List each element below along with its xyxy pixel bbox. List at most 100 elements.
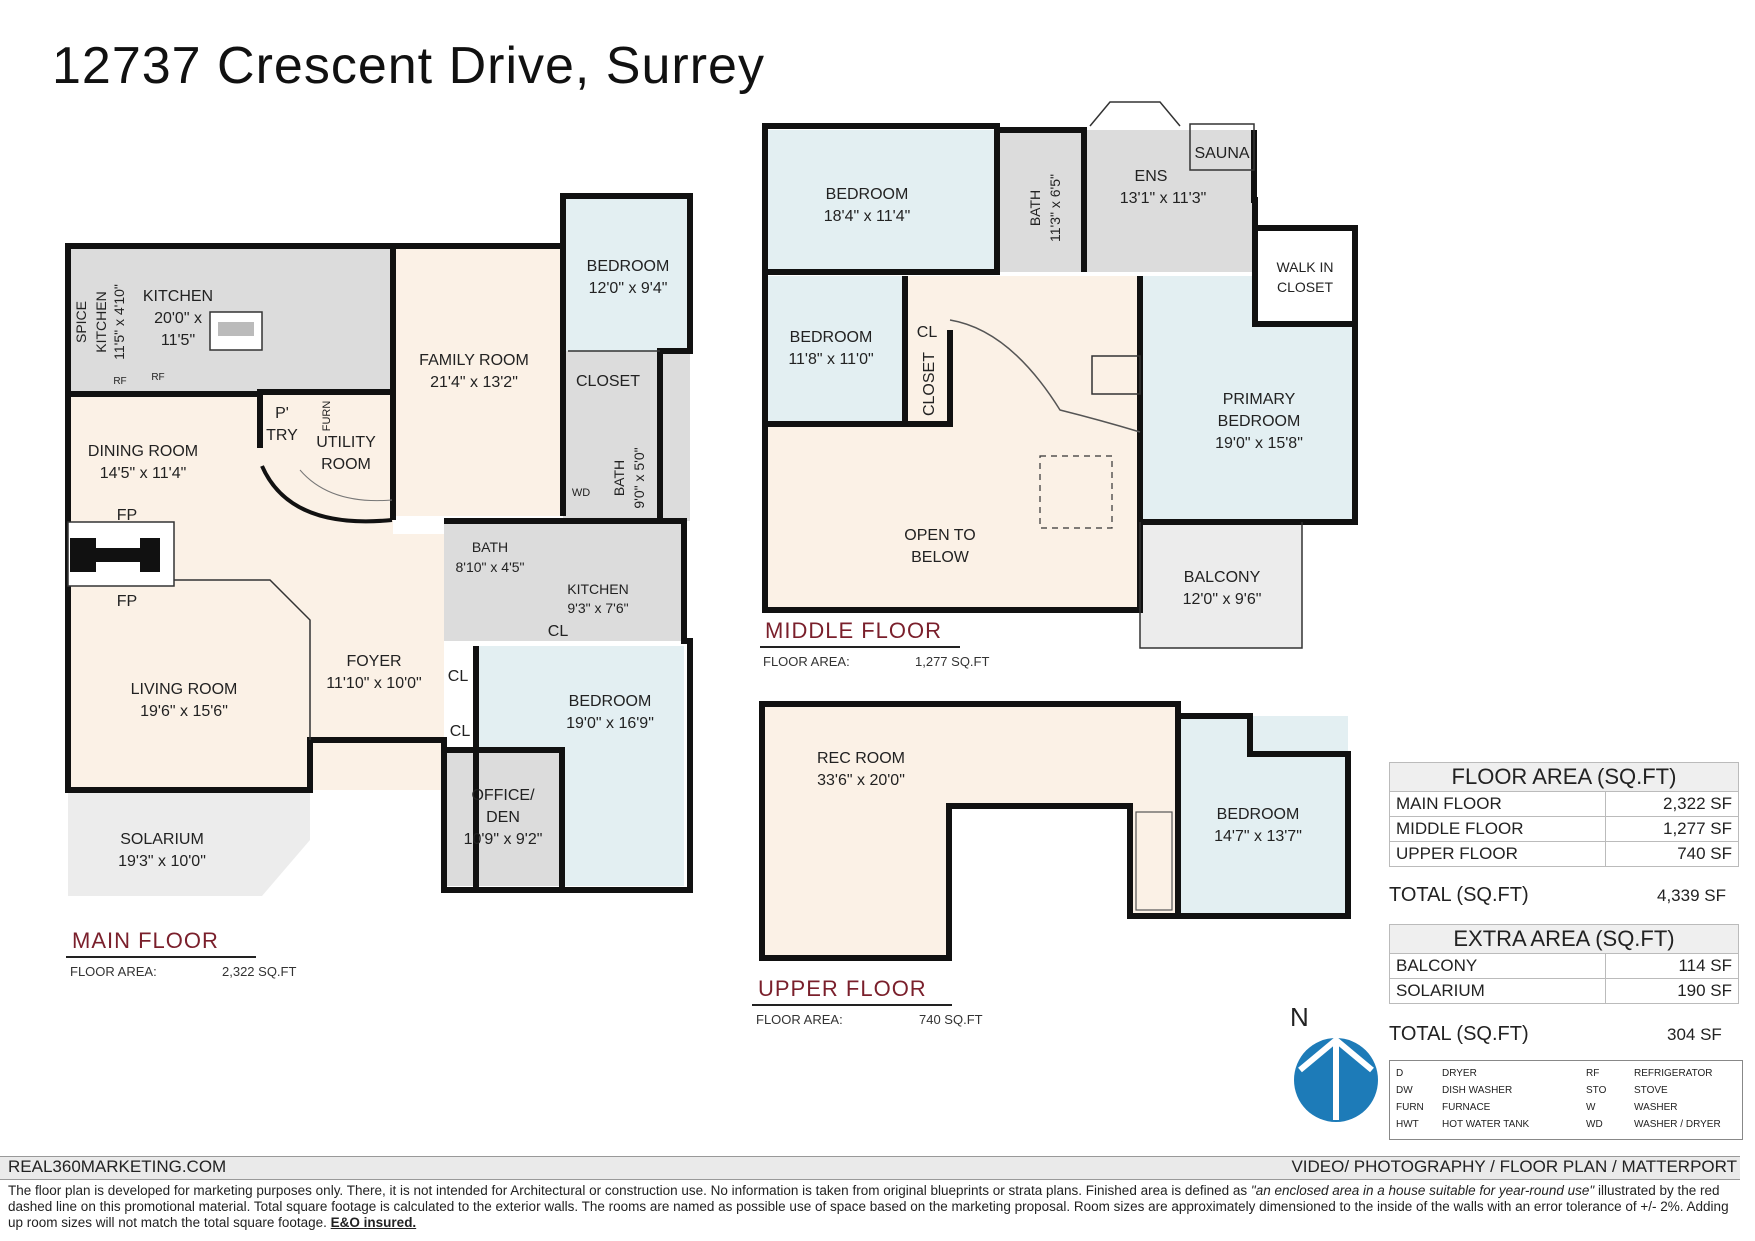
middle-floor-plan: BEDROOM 18'4" x 11'4" BATH 11'3" x 6'5" … [762,101,1358,649]
label-utility-room: UTILITY [316,434,376,451]
label-family-room-size: 21'4" x 13'2" [430,374,518,391]
legend-code: FURN [1396,1102,1424,1113]
label-bedroom: BEDROOM [569,693,652,710]
label-bedroom: BEDROOM [1217,806,1300,823]
bedroom-main-1-area [563,196,690,351]
label-kitchen-size: 20'0" x [154,310,202,327]
row-label: UPPER FLOOR [1389,841,1606,867]
bedroom-middle-1-area [765,130,997,272]
family-room-area [393,246,563,516]
label-primary-bedroom: PRIMARY [1223,391,1296,408]
table-heading: FLOOR AREA (SQ.FT) [1389,762,1739,792]
stair-arc [260,465,393,524]
rec-room-area [762,704,1178,958]
row-value: 190 SF [1605,978,1739,1004]
kitchen2-area [444,521,684,641]
row-value: 114 SF [1605,953,1739,979]
row-label: BALCONY [1389,953,1606,979]
label-bath-size: 8'10" x 4'5" [456,559,525,575]
area-value: 1,277 SQ.FT [915,654,990,669]
legend-desc: WASHER / DRYER [1634,1119,1721,1130]
label-closet: CLOSET [576,373,640,390]
fireplace-firebox [70,538,96,572]
label-bedroom-size: 11'8" x 11'0" [788,351,873,368]
legend-code: DW [1396,1085,1413,1096]
area-label: FLOOR AREA: [756,1012,843,1027]
wall [997,127,1087,272]
wall [257,246,396,448]
wall [765,330,953,427]
label-closet: CL [917,324,938,341]
disclaimer-text: illustrated by the red dashed line on th… [8,1183,1729,1230]
label-rec-room: REC ROOM [817,750,905,767]
label-bath: BATH [472,539,508,555]
label-family-room: FAMILY ROOM [419,352,529,369]
label-bedroom-size: 19'0" x 16'9" [566,715,654,732]
legend-desc: WASHER [1634,1102,1678,1113]
label-ensuite: ENS [1135,168,1168,185]
label-pantry: TRY [266,427,298,444]
middle-floor-area: FLOOR AREA: 1,277 SQ.FT [763,654,989,669]
floor-plan-drawing: SPICE KITCHEN 11'5" x 4'10" KITCHEN 20'0… [65,101,1378,1122]
area-value: 2,322 SQ.FT [222,964,297,979]
label-bath: BATH [611,460,627,496]
floor-area-total-label: TOTAL (SQ.FT) [1389,884,1529,906]
area-label: FLOOR AREA: [763,654,850,669]
table-heading: EXTRA AREA (SQ.FT) [1389,924,1739,954]
label-closet: CL [450,723,471,740]
bath-small-area [563,351,690,521]
footer-bar [0,1156,1740,1180]
balcony-area [1140,522,1302,648]
divider [760,646,960,648]
label-office: DEN [486,809,520,826]
footer-website-link[interactable]: REAL360MARKETING.COM [8,1157,227,1176]
label-bath: BATH [1027,190,1043,226]
walk-in-closet-area [1255,228,1355,324]
disclaimer-quote: "an enclosed area in a house suitable fo… [1250,1183,1595,1198]
area-value: 740 SQ.FT [919,1012,983,1027]
label-bedroom: BEDROOM [790,329,873,346]
label-pantry: P' [275,405,289,422]
disclaimer: The floor plan is developed for marketin… [8,1183,1738,1231]
label-balcony-size: 12'0" x 9'6" [1183,591,1262,608]
compass-icon [1294,1036,1378,1122]
label-washer-dryer: WD [572,487,590,499]
wall [762,123,1000,275]
bedroom-middle-2-area [765,276,905,424]
label-office-size: 10'9" x 9'2" [464,831,543,848]
middle-floor-title: MIDDLE FLOOR [765,618,943,643]
label-rf: RF [151,372,164,383]
label-spice-kitchen: KITCHEN [93,291,109,352]
label-furnace: FURN [321,401,333,432]
label-closet: CLOSET [921,352,938,416]
stairs-down [1091,355,1141,395]
upper-floor-area: FLOOR AREA: 740 SQ.FT [756,1012,983,1027]
extra-area-total-label: TOTAL (SQ.FT) [1389,1023,1529,1045]
label-bedroom-size: 18'4" x 11'4" [824,208,911,225]
label-kitchen: KITCHEN [143,288,213,305]
label-closet: CL [448,668,469,685]
label-closet: CL [548,623,569,640]
label-kitchen: KITCHEN [567,581,628,597]
label-spice-kitchen-size: 11'5" x 4'10" [111,284,127,360]
ensuite-area [1084,130,1254,272]
stair-arc-inner [299,469,393,502]
wall [444,747,565,890]
legend-code: HWT [1396,1119,1419,1130]
label-bedroom: BEDROOM [587,258,670,275]
divider [752,1004,952,1006]
label-sauna: SAUNA [1194,145,1249,162]
office-area [447,750,562,886]
label-balcony: BALCONY [1184,569,1261,586]
extra-area-total-value: 304 SF [1667,1025,1722,1044]
label-kitchen-size: 11'5" [161,332,195,349]
legend-code: RF [1586,1068,1600,1079]
label-foyer-size: 11'10" x 10'0" [326,675,421,692]
legend-desc: FURNACE [1442,1102,1491,1113]
footer-services: VIDEO/ PHOTOGRAPHY / FLOOR PLAN / MATTER… [1291,1157,1737,1176]
dining-area [68,394,393,534]
